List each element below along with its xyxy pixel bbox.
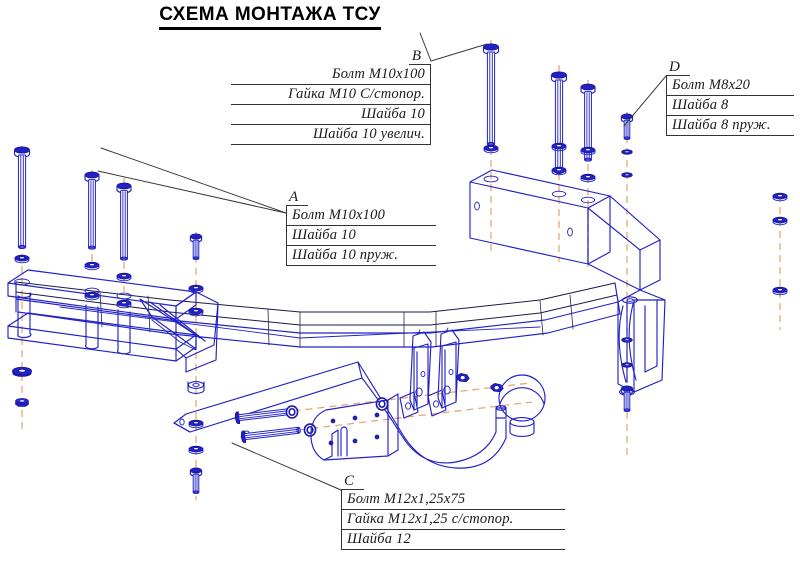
nut-iso: [456, 373, 470, 383]
bolt-long: [550, 71, 568, 175]
callout-a-tag: A: [286, 190, 309, 206]
hitch-mounting-plate: [310, 393, 399, 461]
callout-d-item-2: Шайба 8 пруж.: [667, 116, 794, 136]
callout-d-rows: Болт М8х20 Шайба 8 Шайба 8 пруж.: [666, 76, 794, 136]
washer-s: [84, 261, 100, 271]
hitch-mounting-plates: [399, 327, 460, 419]
callout-a-item-0: Болт М10х100: [287, 206, 436, 226]
washer-t: [621, 337, 633, 343]
callout-d-tag: D: [666, 60, 690, 76]
callout-c-item-0: Болт М12х1,25х75: [342, 490, 565, 510]
callout-b-item-1: Гайка М10 С/стопор.: [231, 85, 430, 105]
callout-c-rows: Болт М12х1,25х75 Гайка М12х1,25 с/стопор…: [341, 490, 565, 550]
main-crossmember: [15, 281, 621, 348]
bolt-short: [189, 233, 203, 260]
page-title: СХЕМА МОНТАЖА ТСУ: [0, 4, 540, 30]
washer-iso: [285, 405, 299, 419]
washer-l: [11, 366, 33, 378]
callout-b-rows: Болт М10х100 Гайка М10 С/стопор. Шайба 1…: [231, 65, 431, 145]
left-mounting-bracket: [7, 269, 219, 394]
callout-d-item-1: Шайба 8: [667, 96, 794, 116]
bolt-long: [13, 146, 31, 250]
swan-neck-towball: [173, 361, 546, 469]
nut-hex: [15, 398, 29, 407]
callout-d-item-0: Болт М8х20: [667, 76, 794, 96]
bolt-short: [189, 467, 203, 494]
leader-lines: [97, 32, 667, 491]
callout-b-item-0: Болт М10х100: [231, 65, 430, 85]
nut-iso: [490, 383, 504, 393]
callout-a-item-1: Шайба 10: [287, 226, 436, 246]
c-group-fasteners: [234, 373, 504, 461]
bolt-med: [84, 171, 100, 250]
bolt-short: [620, 385, 634, 412]
washer-t: [621, 149, 633, 155]
callout-c-item-1: Гайка М12х1,25 с/стопор.: [342, 510, 565, 530]
washer-iso: [375, 397, 389, 411]
page-title-text: СХЕМА МОНТАЖА ТСУ: [159, 4, 381, 30]
callout-b: B Болт М10х100 Гайка М10 С/стопор. Шайба…: [231, 47, 431, 145]
washer-t: [621, 362, 633, 368]
callout-b-item-3: Шайба 10 увелич.: [231, 125, 430, 145]
washer-iso: [303, 423, 317, 437]
callout-d: D Болт М8х20 Шайба 8 Шайба 8 пруж.: [666, 58, 794, 136]
callout-a-item-2: Шайба 10 пруж.: [287, 246, 436, 266]
callout-b-item-2: Шайба 10: [231, 105, 430, 125]
callout-b-tag: B: [408, 49, 431, 65]
callout-c: C Болт М12х1,25х75 Гайка М12х1,25 с/стоп…: [341, 472, 565, 550]
bolt-long: [482, 43, 500, 147]
right-mounting-bracket: [469, 169, 666, 396]
washer-t: [621, 172, 633, 178]
bolt-med: [116, 182, 132, 261]
callout-a-rows: Болт М10х100 Шайба 10 Шайба 10 пруж.: [286, 206, 436, 266]
callout-c-item-2: Шайба 12: [342, 530, 565, 550]
washer-s: [14, 254, 30, 264]
callout-c-tag: C: [341, 474, 365, 490]
callout-a: A Болт М10х100 Шайба 10 Шайба 10 пруж.: [286, 188, 436, 266]
b-group-fasteners: [482, 43, 596, 183]
washer-s: [84, 291, 100, 301]
